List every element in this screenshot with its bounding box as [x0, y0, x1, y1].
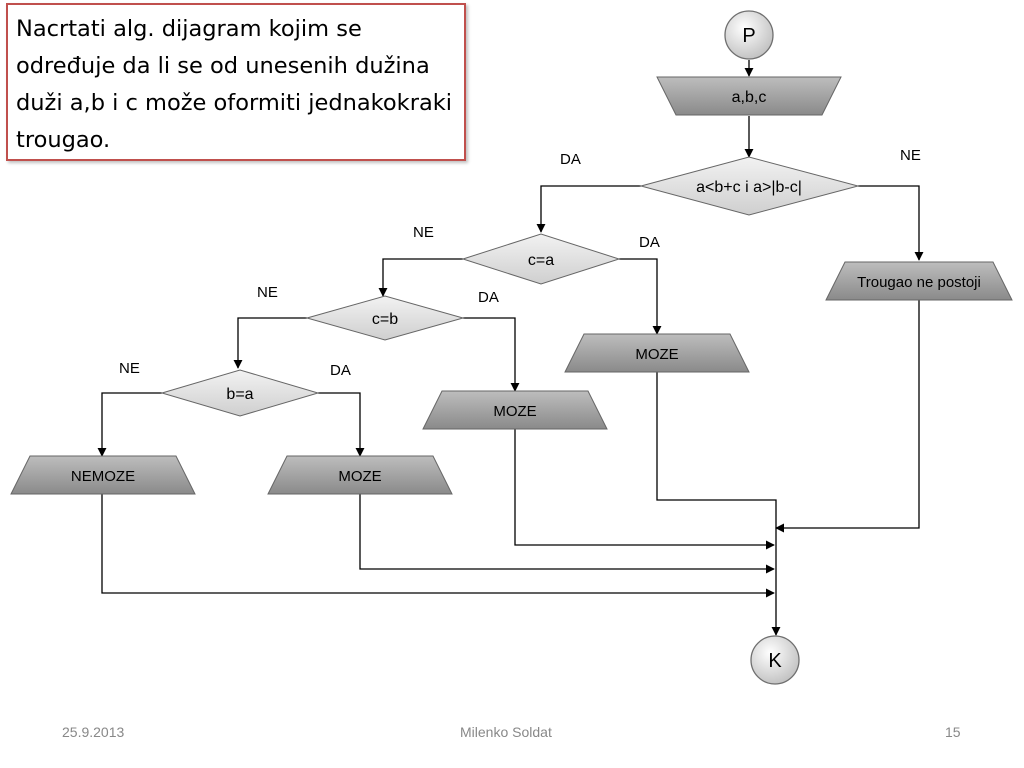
connector-moze2-merge	[514, 429, 775, 550]
label-ca-da: DA	[639, 234, 660, 251]
end-node: K	[750, 635, 800, 685]
connector-cb-ne	[233, 317, 307, 369]
condition-ba-label: b=a	[226, 386, 253, 403]
condition-cb-label: c=b	[372, 311, 398, 328]
footer-author: Milenko Soldat	[460, 724, 552, 740]
label-ba-ne: NE	[119, 360, 140, 377]
connectors	[97, 60, 924, 636]
connector-nemoze-merge	[101, 494, 775, 598]
output-moze-2-label: MOZE	[493, 403, 536, 420]
connector-main-ne	[858, 185, 924, 261]
task-line-2: određuje da li se od unesenih dužina	[16, 53, 430, 79]
task-line-4: trougao.	[16, 127, 111, 153]
condition-main: a<b+c i a>|b-c|	[639, 156, 860, 216]
connector-ba-da	[318, 392, 365, 457]
label-ca-ne: NE	[413, 224, 434, 241]
connector-ca-da	[619, 258, 662, 335]
task-line-1: Nacrtati alg. dijagram kojim se	[16, 16, 362, 42]
label-main-da: DA	[560, 151, 581, 168]
condition-cb: c=b	[305, 295, 465, 341]
condition-ca-label: c=a	[528, 252, 554, 269]
footer-date: 25.9.2013	[62, 724, 125, 740]
output-moze-2: MOZE	[422, 390, 608, 430]
output-moze-3: MOZE	[267, 455, 453, 495]
branch-labels: DA NE NE DA NE DA NE DA	[119, 147, 921, 379]
connector-moze1-merge	[656, 372, 781, 636]
output-moze-3-label: MOZE	[338, 468, 381, 485]
label-cb-da: DA	[478, 289, 499, 306]
label-ba-da: DA	[330, 362, 351, 379]
output-not-exist-label: Trougao ne postoji	[857, 274, 981, 291]
end-label: K	[768, 650, 782, 672]
start-label: P	[742, 25, 755, 47]
connector-ca-ne	[378, 258, 463, 297]
connector-notexist-merge	[775, 300, 920, 533]
input-label: a,b,c	[732, 89, 767, 106]
condition-ba: b=a	[160, 369, 320, 417]
condition-ca: c=a	[461, 233, 621, 285]
input-node: a,b,c	[656, 76, 842, 116]
output-nemoze: NEMOZE	[10, 455, 196, 495]
label-cb-ne: NE	[257, 284, 278, 301]
output-not-exist: Trougao ne postoji	[825, 261, 1013, 301]
task-description-box: Nacrtati alg. dijagram kojim se određuje…	[6, 3, 466, 161]
connector-main-da	[536, 185, 641, 233]
condition-main-label: a<b+c i a>|b-c|	[696, 179, 802, 196]
connector-moze3-merge	[359, 494, 775, 574]
output-moze-1-label: MOZE	[635, 346, 678, 363]
output-moze-1: MOZE	[564, 333, 750, 373]
output-nemoze-label: NEMOZE	[71, 468, 135, 485]
connector-ba-ne	[97, 392, 162, 457]
start-node: P	[724, 10, 774, 60]
connector-cb-da	[463, 317, 520, 392]
footer-page-number: 15	[945, 724, 961, 740]
label-main-ne: NE	[900, 147, 921, 164]
task-line-3: duži a,b i c može oformiti jednakokraki	[16, 90, 453, 116]
